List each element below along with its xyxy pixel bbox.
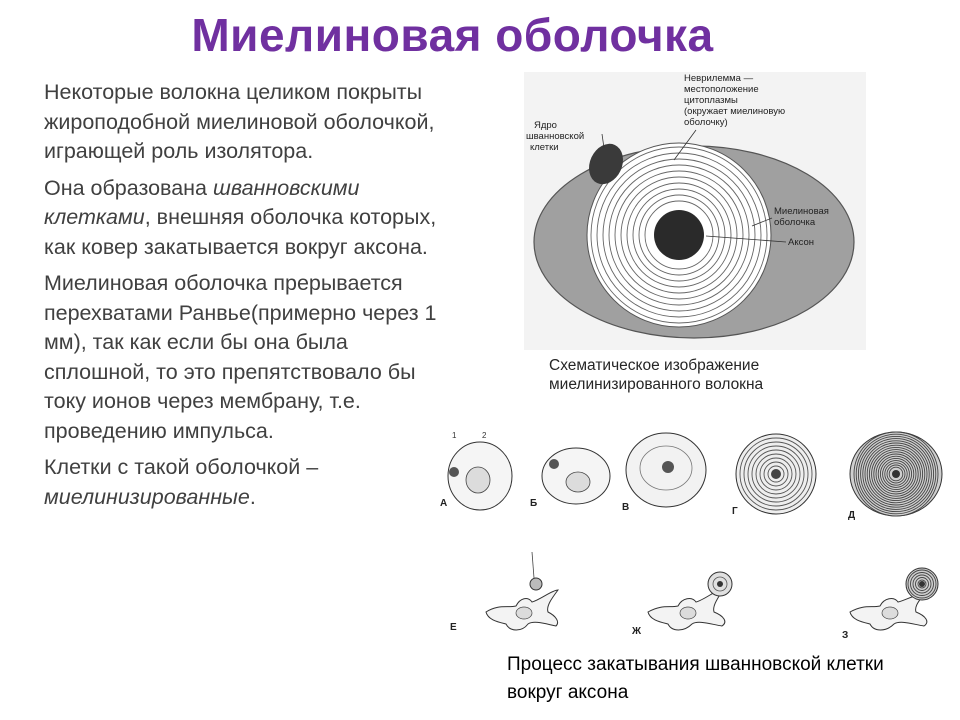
stage-a-axon [449, 467, 459, 477]
paragraph-2-end: , внешняя оболочка которых, как ковер за… [44, 205, 437, 259]
stage-d-ring [879, 457, 913, 491]
number-label-1: 1 [452, 431, 457, 440]
stage-d-ring [868, 446, 924, 502]
myelin-ring [608, 164, 750, 306]
leader-neurilemma [673, 129, 697, 161]
stage-g-ring [747, 445, 805, 503]
stage-b-nucleus [565, 471, 591, 493]
label-myelin: Миелиновая оболочка [774, 206, 832, 228]
stage-e-axon [529, 577, 543, 591]
stage-d-ring [862, 440, 930, 508]
myelin-ring [632, 188, 726, 282]
myelin-ring [602, 158, 756, 312]
stage-z-ring [915, 577, 929, 591]
stage-label-z: З [842, 630, 848, 641]
stage-d-ring [884, 462, 908, 486]
number-label-2: 2 [482, 431, 487, 440]
stage-d-ring [873, 451, 919, 497]
stage-label-e: Е [450, 622, 457, 633]
stage-v-layer [639, 445, 693, 491]
stage-d-ring [886, 464, 906, 484]
schwann-cells-term: шванновскими клетками [44, 175, 360, 230]
stage-g-ring [743, 441, 809, 507]
stage-label-v: В [622, 502, 629, 513]
stage-a-nucleus [465, 466, 491, 494]
stage-zh-nucleus [679, 606, 697, 620]
stage-b-axon [549, 459, 559, 469]
paragraph-4-start: Клетки с такой оболочкой – [44, 455, 319, 479]
paragraph-2-start: Она образована [44, 175, 213, 200]
stage-e-nucleus [515, 606, 533, 620]
stage-label-b: Б [530, 498, 537, 509]
label-axon: Аксон [788, 237, 814, 248]
stage-label-a: А [440, 498, 447, 509]
stage-d-ring [860, 438, 932, 510]
myelin-ring [644, 200, 714, 270]
stage-d-ring [857, 435, 935, 513]
paragraph-4-end: . [249, 484, 256, 509]
myelin-ring [638, 194, 720, 276]
stage-d-rings [853, 431, 939, 517]
axon-core [654, 210, 704, 260]
stage-g-ring [755, 453, 797, 495]
stage-label-g: Г [732, 506, 738, 517]
myelin-ring [590, 146, 768, 324]
stage-zh-axon [717, 581, 723, 587]
stage-z-axon [919, 581, 925, 587]
stage-d-ring [866, 444, 926, 504]
label-neurilemma: Неврилемма — местоположение цитоплазмы (… [684, 73, 788, 128]
leader-nucleus [601, 133, 605, 149]
stage-g-rings [739, 437, 813, 511]
stage-g-ring [751, 449, 801, 499]
paragraph-2: Она образована шванновскими клетками, вн… [44, 174, 454, 263]
myelinated-fiber-diagram: Неврилемма — местоположение цитоплазмы (… [524, 72, 866, 350]
stage-e-pointer [531, 551, 535, 579]
stage-label-zh: Ж [631, 626, 642, 637]
stage-g-ring [767, 465, 785, 483]
leader-myelin [751, 217, 773, 227]
stage-d-ring [871, 449, 921, 499]
stage-d-ring [875, 453, 917, 495]
stage-z-nucleus [881, 606, 899, 620]
schwann-nucleus [588, 143, 624, 185]
stage-z-ring [912, 574, 932, 594]
stage-d-ring [855, 433, 937, 515]
stage-g-ring [759, 457, 793, 491]
stage-g-axon [771, 469, 781, 479]
body-text: Некоторые волокна целиком покрыты жиропо… [44, 78, 454, 519]
paragraph-3: Миелиновая оболочка прерывается перехват… [44, 271, 437, 443]
myelinated-term: миелинизированные [44, 484, 250, 509]
myelin-ring [614, 170, 744, 300]
label-nucleus: Ядро шванновской клетки [526, 120, 587, 153]
stage-g-ring [739, 437, 813, 511]
stage-z-rings [907, 569, 937, 599]
stage-d-ring [882, 460, 910, 488]
stage-z-ring [917, 579, 927, 589]
stage-z-ring [910, 572, 934, 596]
stage-g-ring [763, 461, 789, 487]
stage-d-ring [853, 431, 939, 517]
stage-z-ring [907, 569, 937, 599]
leader-axon [705, 235, 787, 243]
figure2-caption: Процесс закатывания шванновской клетки в… [507, 654, 884, 703]
myelin-ring [620, 176, 738, 294]
stage-v-axon [662, 461, 674, 473]
myelin-ring [626, 182, 732, 288]
slide-title: Миелиновая оболочка [191, 9, 714, 61]
stage-d-ring [888, 466, 904, 482]
wrapping-process-diagram: А Б В Г Д Е Ж З 1 2 [440, 431, 943, 641]
stage-d-ring [877, 455, 915, 493]
stage-d-ring [864, 442, 928, 506]
stage-d-axon [892, 470, 900, 478]
paragraph-4: Клетки с такой оболочкой – миелинизирова… [44, 453, 454, 512]
figure1-caption: Схематическое изображение миелинизирован… [549, 357, 764, 393]
stage-zh-layer [712, 576, 728, 592]
paragraph-1: Некоторые волокна целиком покрыты жиропо… [44, 80, 435, 163]
stage-label-d: Д [848, 510, 855, 521]
